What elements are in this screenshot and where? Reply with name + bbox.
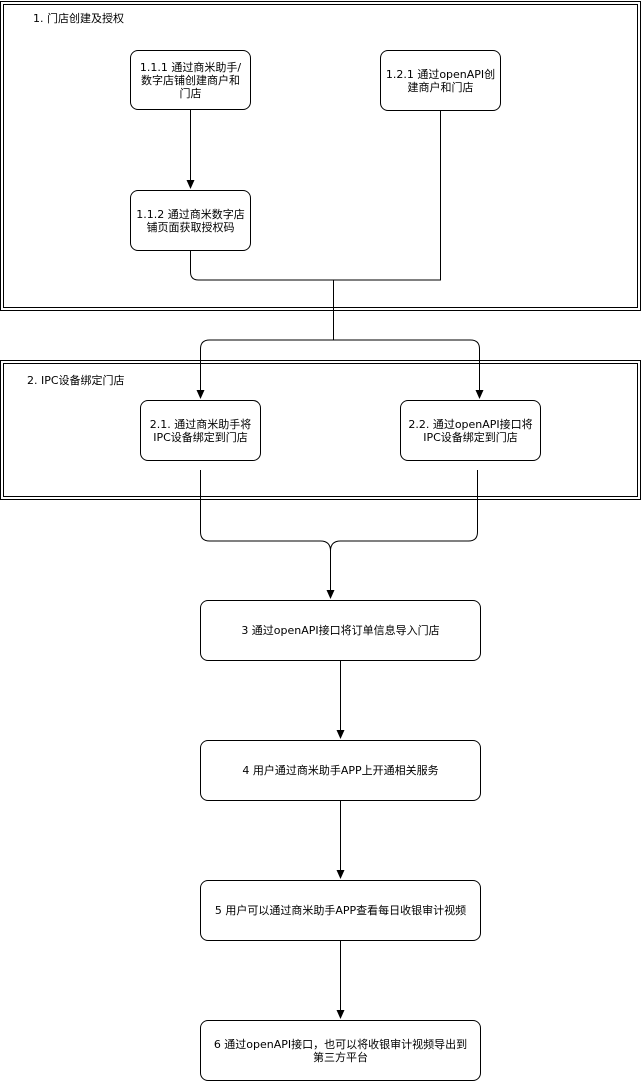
edge-1-2-1-merge [333,111,441,281]
node-3-text: 3 通过openAPI接口将订单信息导入门店 [241,624,440,637]
node-2-2-text: 2.2. 通过openAPI接口将 IPC设备绑定到门店 [408,417,533,444]
node-1-2-1-text: 1.2.1 通过openAPI创 建商户和门店 [385,67,496,94]
node-5: 5 用户可以通过商米助手APP查看每日收银审计视频 [200,880,481,941]
node-4: 4 用户通过商米助手APP上开通相关服务 [200,740,481,801]
node-2-1: 2.1. 通过商米助手将 IPC设备绑定到门店 [140,400,261,461]
node-1-1-1: 1.1.1 通过商米助手/ 数字店铺创建商户和 门店 [130,50,251,110]
node-2-2: 2.2. 通过openAPI接口将 IPC设备绑定到门店 [400,400,541,461]
node-5-text: 5 用户可以通过商米助手APP查看每日收银审计视频 [214,904,467,917]
node-4-text: 4 用户通过商米助手APP上开通相关服务 [242,764,439,777]
node-2-1-text: 2.1. 通过商米助手将 IPC设备绑定到门店 [149,417,252,444]
group-ipc-binding-inner-frame [3,363,638,497]
group-store-auth-inner-frame [3,4,638,308]
edge-1-1-2-merge [190,251,334,281]
node-6: 6 通过openAPI接口，也可以将收银审计视频导出到 第三方平台 [200,1020,481,1081]
edge-2-1-merge [200,470,335,599]
node-3: 3 通过openAPI接口将订单信息导入门店 [200,600,481,661]
edge-2-2-merge [330,470,478,552]
group-ipc-binding-label: 2. IPC设备绑定门店 [27,374,125,387]
edge-split-to-2-2 [333,339,484,399]
node-1-1-2-text: 1.1.2 通过商米数字店 铺页面获取授权码 [136,207,245,234]
node-1-2-1: 1.2.1 通过openAPI创 建商户和门店 [380,50,501,111]
edge-split-to-2-1 [196,339,334,399]
node-1-1-1-text: 1.1.1 通过商米助手/ 数字店铺创建商户和 门店 [139,60,242,100]
node-1-1-2: 1.1.2 通过商米数字店 铺页面获取授权码 [130,190,251,251]
group-store-auth-label: 1. 门店创建及授权 [33,12,124,25]
node-6-text: 6 通过openAPI接口，也可以将收银审计视频导出到 第三方平台 [213,1037,468,1064]
